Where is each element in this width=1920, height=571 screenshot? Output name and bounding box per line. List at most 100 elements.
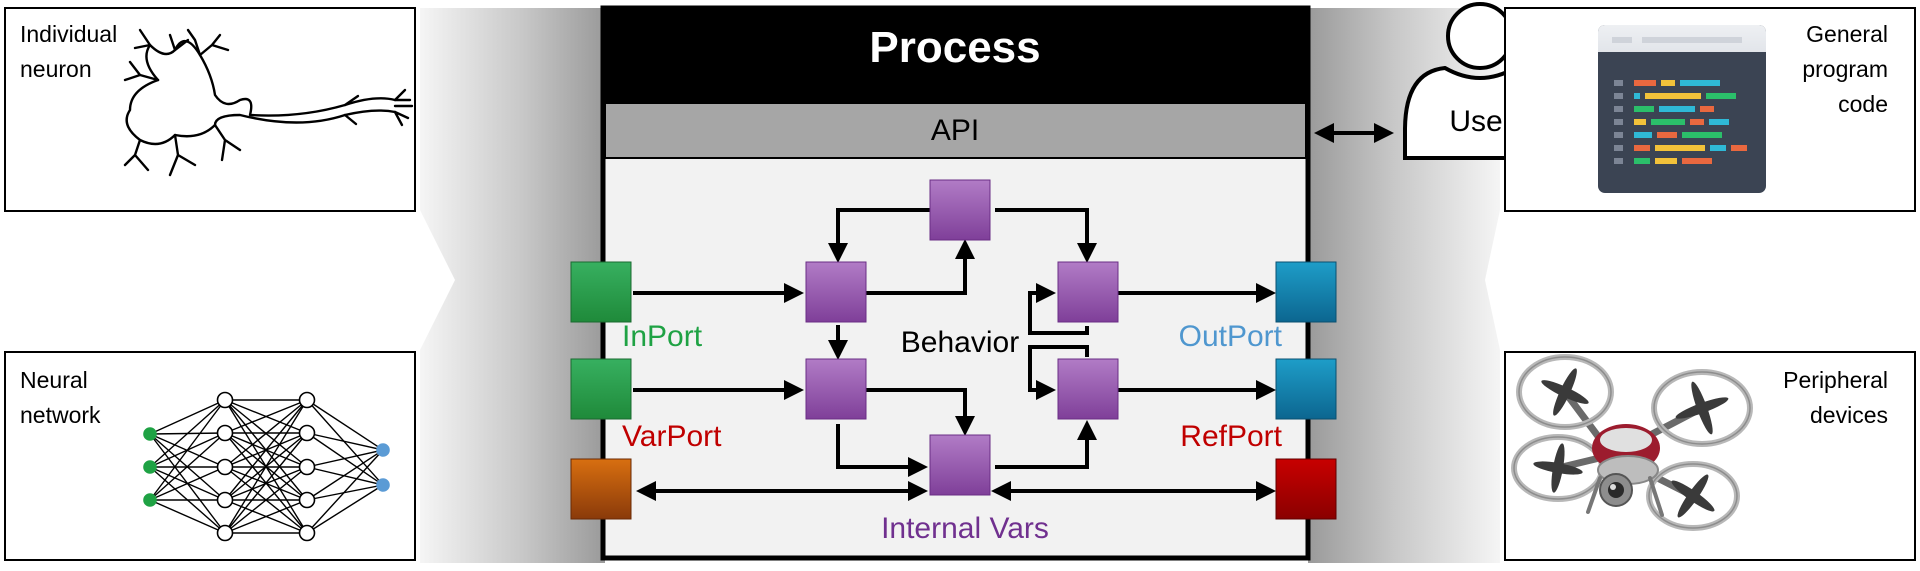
outport-label: OutPort [1179, 320, 1283, 353]
network-node [298, 524, 316, 542]
behavior-nodes [805, 179, 1119, 496]
code-token [1634, 106, 1654, 112]
code-token [1651, 119, 1685, 125]
network-node [143, 427, 157, 441]
varport-var-box [570, 458, 632, 520]
varport-box [570, 358, 632, 420]
panel-devices-line2: devices [1810, 402, 1888, 428]
process-title: Process [869, 23, 1040, 72]
behavior-node-top [929, 179, 991, 241]
code-token [1655, 158, 1677, 164]
code-token [1645, 93, 1701, 99]
code-gutter-mark [1614, 106, 1623, 112]
code-token [1659, 106, 1695, 112]
behavior-node-d [1057, 358, 1119, 420]
ports [570, 261, 1337, 520]
network-node [298, 458, 316, 476]
refport-box [1275, 458, 1337, 520]
network-node [298, 491, 316, 509]
network-edge [224, 399, 308, 501]
network-node [216, 491, 234, 509]
panel-devices-line1: Peripheral [1783, 367, 1888, 393]
internal-vars-label: Internal Vars [881, 512, 1049, 545]
code-gutter-mark [1614, 80, 1623, 86]
outport-box-2 [1275, 358, 1337, 420]
network-edge [149, 466, 226, 501]
network-edge [149, 432, 226, 501]
network-edge [306, 399, 384, 451]
behavior-node-a [805, 261, 867, 323]
panel-network-line1: Neural [20, 367, 88, 393]
code-gutter-mark [1614, 93, 1623, 99]
code-token [1634, 145, 1650, 151]
code-token [1634, 132, 1652, 138]
network-node [216, 391, 234, 409]
code-token [1634, 158, 1650, 164]
varport-label: VarPort [622, 420, 722, 453]
network-node [376, 443, 390, 457]
neuron-icon [123, 28, 414, 177]
network-edge [224, 466, 308, 534]
network-node [216, 458, 234, 476]
neural-network-icon [143, 391, 390, 542]
network-node [143, 493, 157, 507]
panel-code-line3: code [1838, 91, 1888, 117]
code-token [1700, 106, 1714, 112]
network-edge [306, 449, 384, 468]
code-token [1709, 119, 1729, 125]
code-token [1657, 132, 1677, 138]
network-node [298, 391, 316, 409]
api-label: API [931, 114, 979, 147]
network-node [216, 424, 234, 442]
code-gutter-mark [1614, 145, 1623, 151]
network-edge [306, 432, 384, 451]
network-node [216, 524, 234, 542]
network-edge [224, 399, 308, 434]
network-edge [306, 484, 384, 534]
inport-box [570, 261, 632, 323]
code-token [1710, 145, 1726, 151]
code-token [1634, 80, 1656, 86]
panel-code-line1: General [1806, 21, 1888, 47]
behavior-label: Behavior [901, 326, 1019, 359]
code-token [1634, 119, 1646, 125]
refport-label: RefPort [1180, 420, 1282, 453]
network-edge [149, 399, 226, 468]
code-token [1634, 93, 1640, 99]
network-edge [306, 449, 384, 534]
code-token [1682, 158, 1712, 164]
outport-box [1275, 261, 1337, 323]
code-token [1682, 132, 1722, 138]
panel-network-line2: network [20, 402, 101, 428]
panel-network [4, 351, 416, 561]
network-edge [149, 399, 226, 501]
network-edge [306, 399, 384, 486]
code-gutter-mark [1614, 158, 1623, 164]
network-edge [224, 432, 308, 534]
behavior-edges [633, 208, 1276, 501]
code-token [1731, 145, 1747, 151]
network-edge [306, 449, 384, 501]
user-label: User [1449, 105, 1512, 138]
code-token [1690, 119, 1704, 125]
code-gutter-mark [1614, 119, 1623, 125]
network-edge [149, 399, 226, 435]
code-token [1655, 145, 1705, 151]
network-edge [224, 399, 308, 468]
code-token [1680, 80, 1720, 86]
panel-neuron-line2: neuron [20, 56, 92, 82]
network-node [143, 460, 157, 474]
inport-label: InPort [622, 320, 703, 353]
code-gutter-mark [1614, 132, 1623, 138]
left-projection [420, 8, 605, 563]
code-token [1706, 93, 1736, 99]
behavior-node-internal-vars [929, 434, 991, 496]
behavior-node-c [1057, 261, 1119, 323]
network-node [376, 478, 390, 492]
code-token [1661, 80, 1675, 86]
code-editor-icon [1598, 25, 1766, 193]
network-node [298, 424, 316, 442]
panel-neuron [4, 7, 416, 212]
panel-code-line2: program [1802, 56, 1888, 82]
network-edge [224, 499, 308, 534]
